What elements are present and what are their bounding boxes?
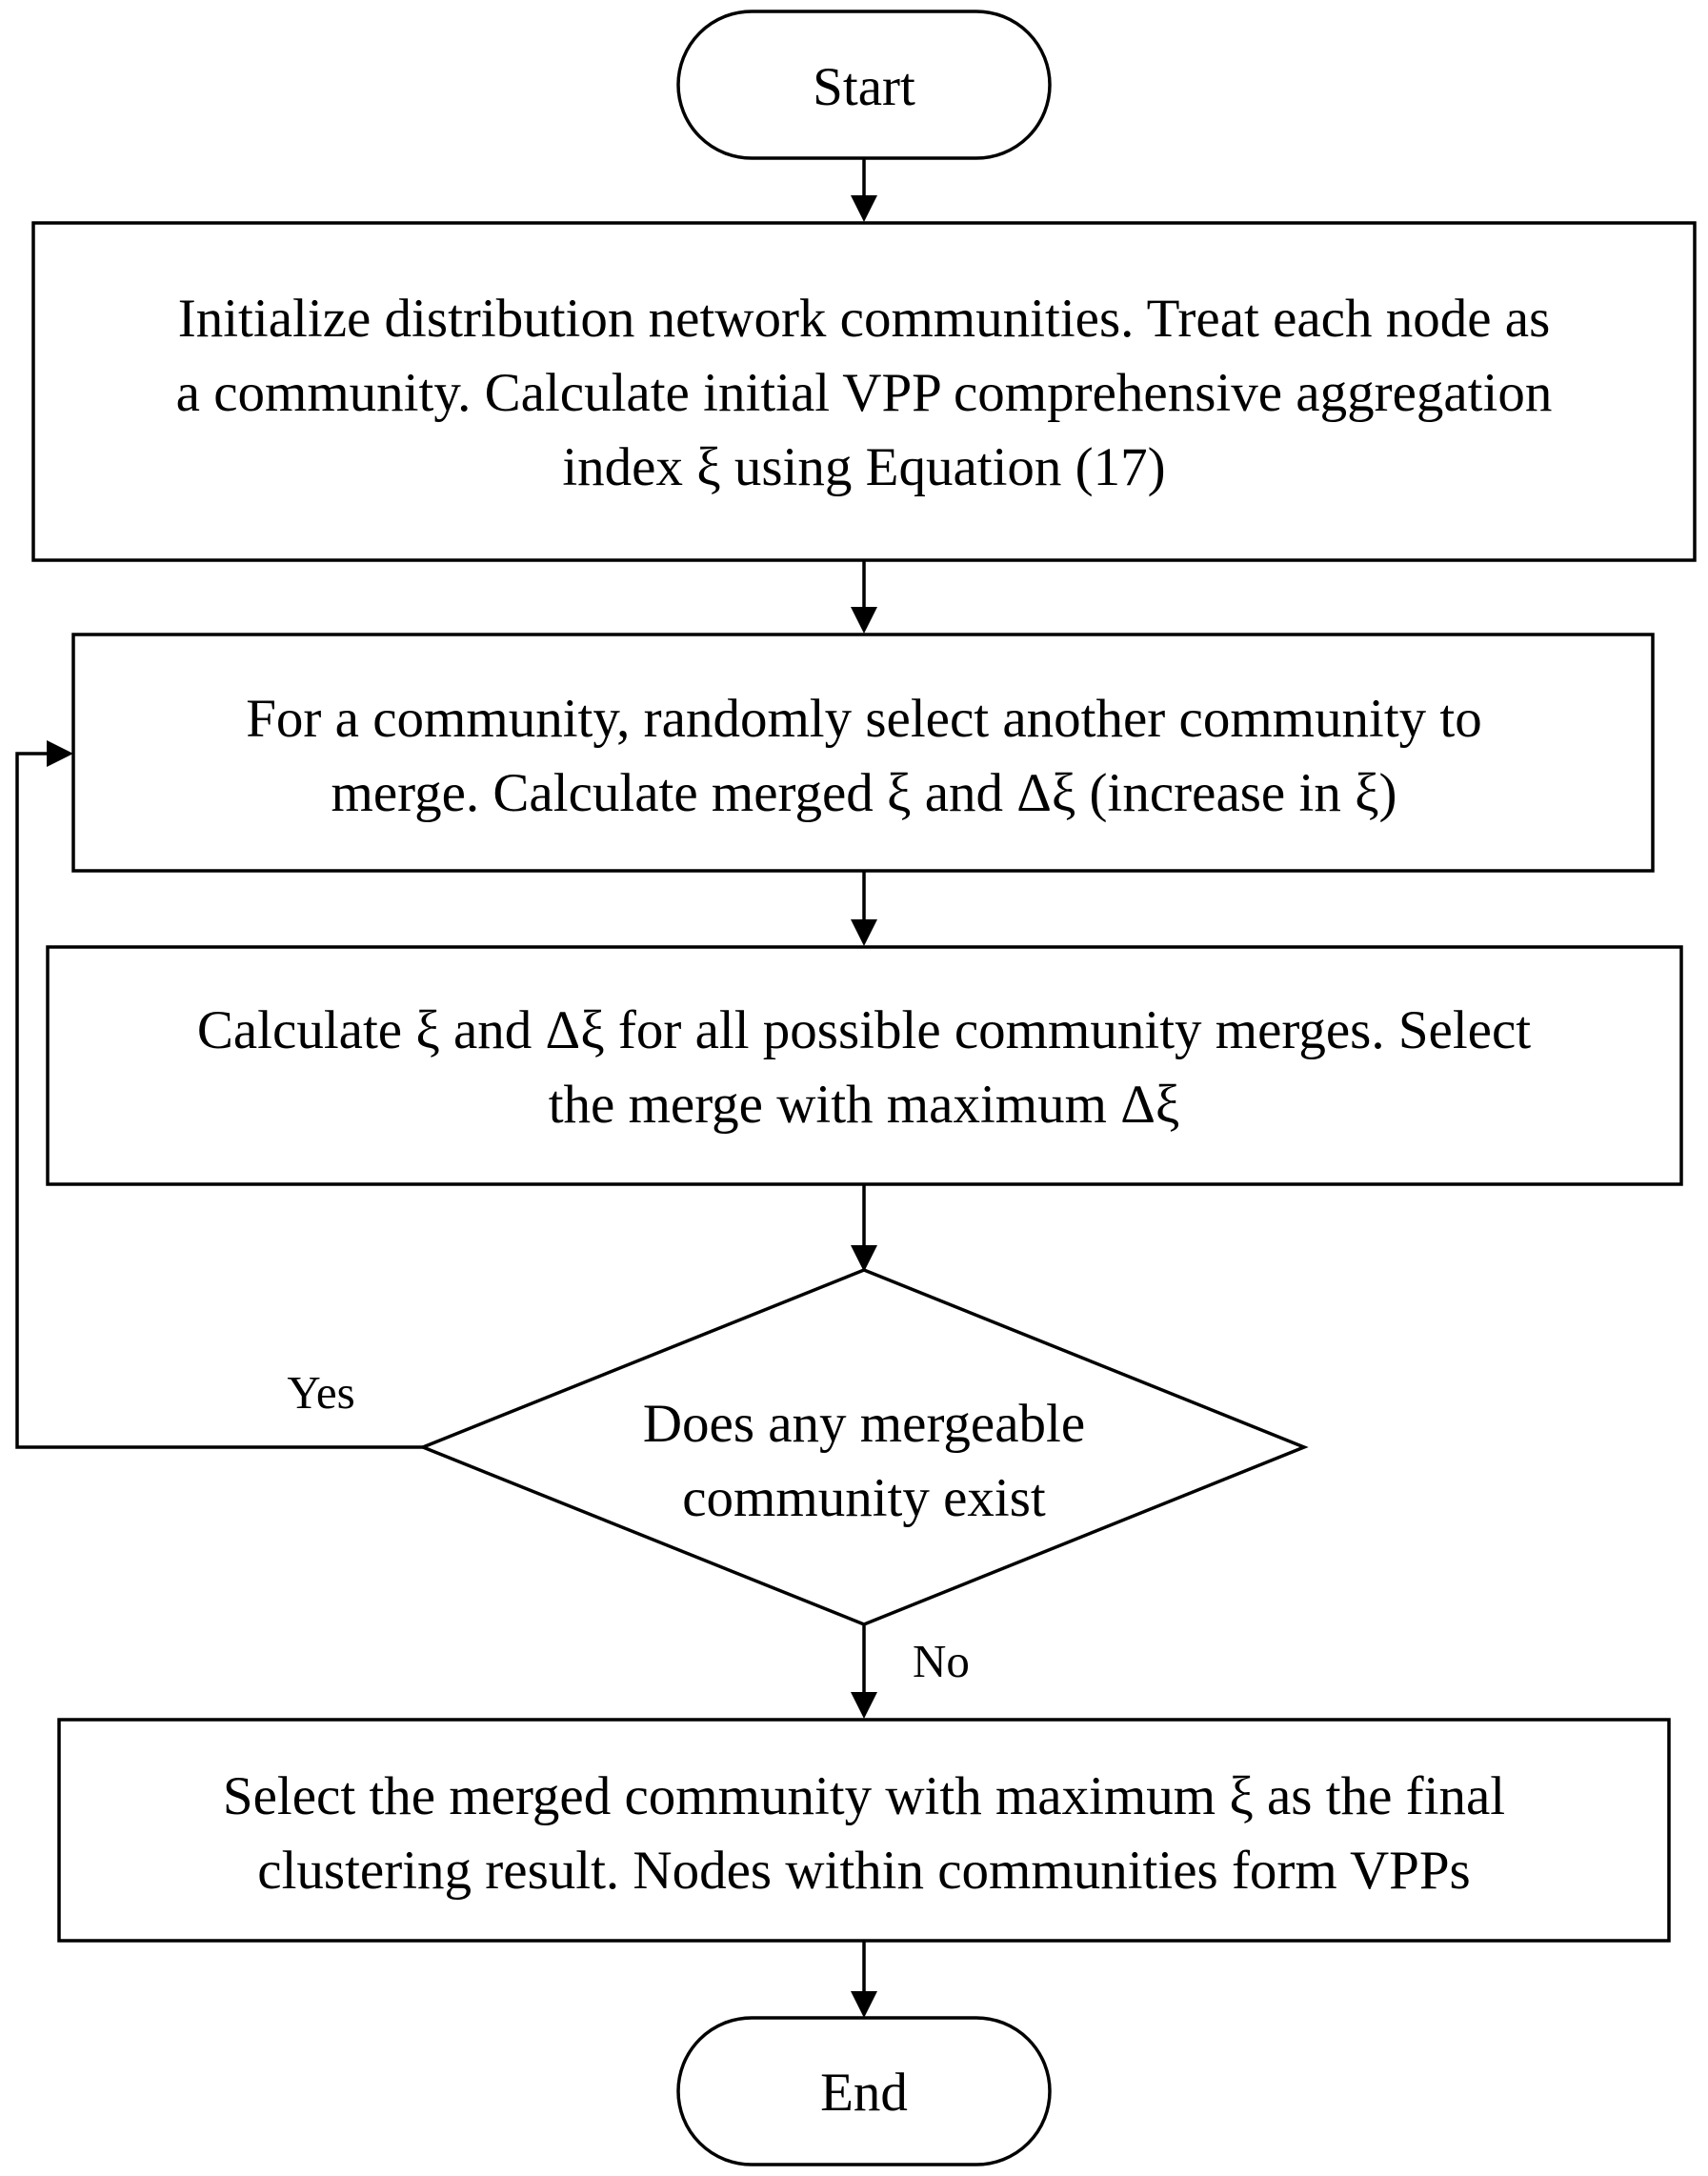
calc-all-line-1: Calculate ξ and Δξ for all possible comm… bbox=[197, 1000, 1531, 1060]
start-label: Start bbox=[813, 57, 915, 117]
init-process-box bbox=[31, 221, 1697, 562]
final-process-node: Select the merged community with maximum… bbox=[57, 1718, 1671, 1943]
calc-all-line-2: the merge with maximum Δξ bbox=[549, 1075, 1180, 1135]
init-line-2: a community. Calculate initial VPP compr… bbox=[176, 363, 1553, 423]
init-process-node: Initialize distribution network communit… bbox=[31, 221, 1697, 562]
arrow-no-to-final bbox=[851, 1624, 877, 1719]
no-label: No bbox=[913, 1635, 970, 1687]
select-merge-process-box bbox=[71, 633, 1655, 873]
end-terminal-shape bbox=[676, 2016, 1052, 2166]
end-node: End bbox=[676, 2016, 1052, 2166]
select-merge-process-node: For a community, randomly select another… bbox=[71, 633, 1655, 873]
select-merge-line-2: merge. Calculate merged ξ and Δξ (increa… bbox=[332, 763, 1397, 823]
end-label: End bbox=[820, 2063, 908, 2123]
final-line-1: Select the merged community with maximum… bbox=[223, 1766, 1505, 1826]
decision-node: Does any mergeable community exist bbox=[418, 1268, 1309, 1626]
arrow-start-to-init bbox=[851, 158, 877, 222]
select-merge-line-1: For a community, randomly select another… bbox=[246, 689, 1482, 749]
arrow-select-merge-to-calc-all bbox=[851, 871, 877, 946]
arrow-calc-all-to-decision bbox=[851, 1184, 877, 1272]
final-process-box bbox=[57, 1718, 1671, 1943]
arrow-init-to-select-merge bbox=[851, 560, 877, 634]
arrow-final-to-end bbox=[851, 1941, 877, 2018]
init-line-3: index ξ using Equation (17) bbox=[562, 437, 1165, 497]
decision-line-1: Does any mergeable bbox=[643, 1394, 1085, 1454]
final-line-2: clustering result. Nodes within communit… bbox=[257, 1841, 1470, 1901]
start-node: Start bbox=[676, 10, 1052, 160]
calc-all-process-box bbox=[46, 945, 1683, 1186]
yes-label: Yes bbox=[287, 1366, 354, 1419]
arrow-yes-loop-back bbox=[15, 740, 423, 1449]
init-line-1: Initialize distribution network communit… bbox=[178, 289, 1551, 349]
decision-line-2: community exist bbox=[682, 1468, 1046, 1528]
calc-all-process-node: Calculate ξ and Δξ for all possible comm… bbox=[46, 945, 1683, 1186]
